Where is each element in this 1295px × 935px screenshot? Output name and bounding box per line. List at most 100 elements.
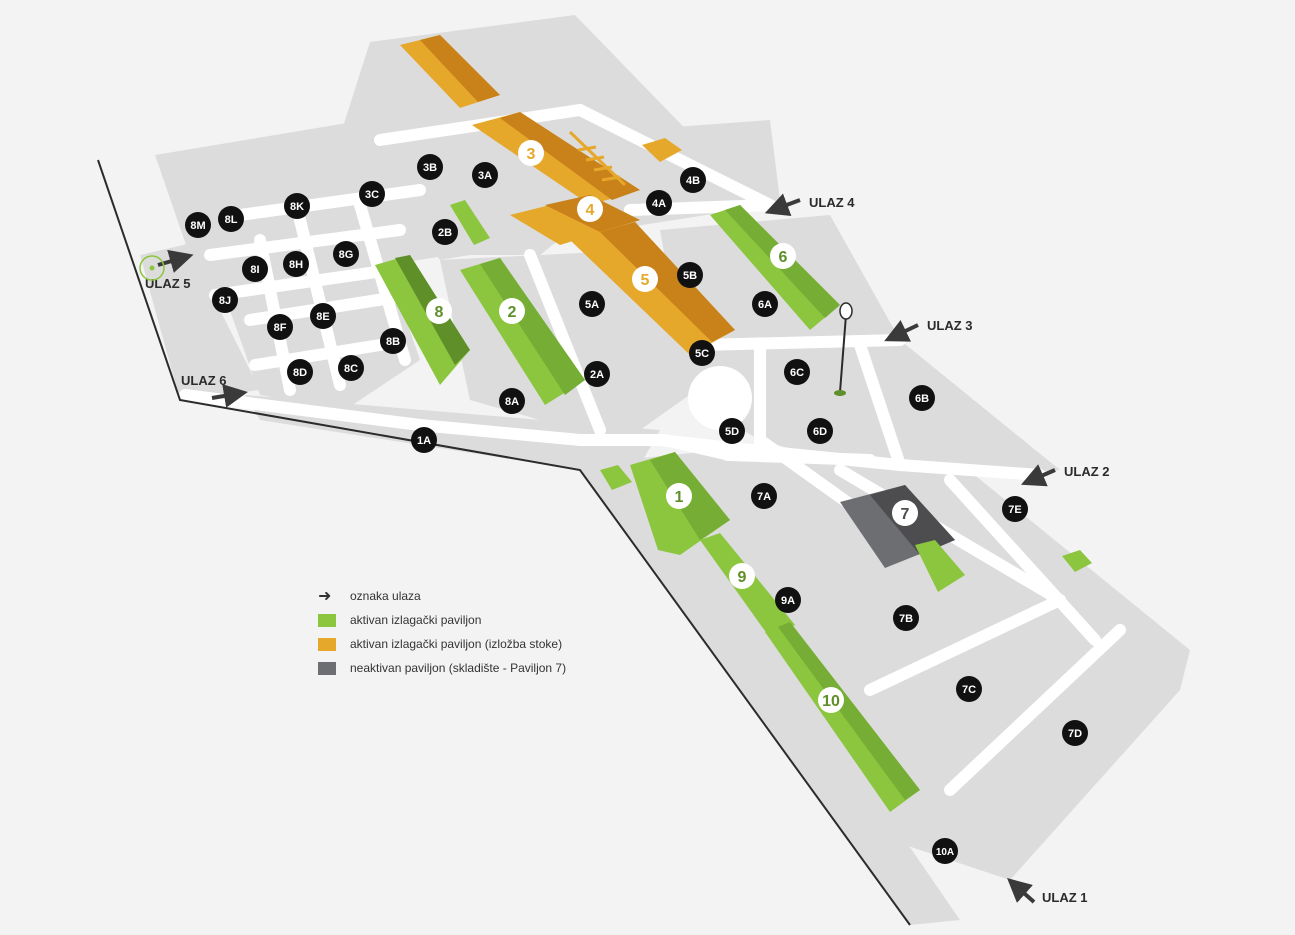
zone-label: 8F bbox=[274, 322, 287, 334]
zone-label: 8B bbox=[386, 336, 400, 348]
pavilion-number: 2 bbox=[508, 304, 517, 321]
zone-marker-3a[interactable]: 3A bbox=[472, 162, 498, 188]
zone-marker-8b[interactable]: 8B bbox=[380, 328, 406, 354]
zone-marker-2a[interactable]: 2A bbox=[584, 361, 610, 387]
pavilion-marker-3[interactable]: 3 bbox=[518, 140, 544, 166]
zone-circle bbox=[472, 162, 498, 188]
zone-marker-8d[interactable]: 8D bbox=[287, 359, 313, 385]
pavilion-number: 4 bbox=[586, 202, 595, 219]
zone-label: 8A bbox=[505, 396, 519, 408]
zone-marker-8f[interactable]: 8F bbox=[267, 314, 293, 340]
pavilion-marker-10[interactable]: 10 bbox=[818, 687, 844, 713]
zone-circle bbox=[333, 241, 359, 267]
zone-marker-5b[interactable]: 5B bbox=[677, 262, 703, 288]
pavilion-number: 7 bbox=[901, 506, 910, 523]
zone-label: 7C bbox=[962, 684, 976, 696]
zone-label: 8L bbox=[225, 214, 238, 226]
legend-entrance: ➜ oznaka ulaza bbox=[318, 584, 566, 608]
zone-marker-8j[interactable]: 8J bbox=[212, 287, 238, 313]
zone-circle bbox=[242, 256, 268, 282]
pavilion-10 bbox=[765, 622, 920, 812]
pavilion-small-7e bbox=[1062, 550, 1092, 572]
zone-marker-8k[interactable]: 8K bbox=[284, 193, 310, 219]
zone-label: 7D bbox=[1068, 728, 1082, 740]
pavilion-marker-7[interactable]: 7 bbox=[892, 500, 918, 526]
zone-marker-8a[interactable]: 8A bbox=[499, 388, 525, 414]
pavilion-marker-9[interactable]: 9 bbox=[729, 563, 755, 589]
zone-label: 2B bbox=[438, 227, 452, 239]
zone-label: 7B bbox=[899, 613, 913, 625]
zone-marker-8g[interactable]: 8G bbox=[333, 241, 359, 267]
pavilion-labels: 1 2 3 4 5 6 7 8 9 10 bbox=[426, 140, 918, 713]
legend-inactive: neaktivan paviljon (skladište - Paviljon… bbox=[318, 656, 566, 680]
pavilion-2 bbox=[460, 258, 585, 405]
entrance-ulaz-6[interactable]: ULAZ 6 bbox=[181, 373, 248, 408]
pavilion-marker-1[interactable]: 1 bbox=[666, 483, 692, 509]
zone-marker-7a[interactable]: 7A bbox=[751, 483, 777, 509]
zone-circle bbox=[956, 676, 982, 702]
entrance-ulaz-1[interactable]: ULAZ 1 bbox=[1007, 878, 1088, 905]
zone-marker-6b[interactable]: 6B bbox=[909, 385, 935, 411]
zone-marker-8c[interactable]: 8C bbox=[338, 355, 364, 381]
zone-marker-3c[interactable]: 3C bbox=[359, 181, 385, 207]
zone-circle bbox=[411, 427, 437, 453]
zone-circle bbox=[499, 388, 525, 414]
entrance-label: ULAZ 5 bbox=[145, 276, 191, 291]
pavilion-circle bbox=[518, 140, 544, 166]
roundabout bbox=[688, 366, 752, 430]
entrance-ulaz-4[interactable]: ULAZ 4 bbox=[764, 193, 855, 217]
entrance-ulaz-3[interactable]: ULAZ 3 bbox=[884, 318, 973, 342]
zone-marker-7e[interactable]: 7E bbox=[1002, 496, 1028, 522]
zone-marker-6c[interactable]: 6C bbox=[784, 359, 810, 385]
zone-marker-3b[interactable]: 3B bbox=[417, 154, 443, 180]
zone-marker-1a[interactable]: 1A bbox=[411, 427, 437, 453]
zone-marker-8m[interactable]: 8M bbox=[185, 212, 211, 238]
pavilion-marker-4[interactable]: 4 bbox=[577, 196, 603, 222]
entrance-arrow-icon bbox=[764, 193, 801, 217]
legend-active-label: aktivan izlagački paviljon bbox=[350, 613, 482, 627]
zone-marker-5a[interactable]: 5A bbox=[579, 291, 605, 317]
zone-marker-6d[interactable]: 6D bbox=[807, 418, 833, 444]
zone-marker-10a[interactable]: 10A bbox=[932, 838, 958, 864]
pavilion-marker-5[interactable]: 5 bbox=[632, 266, 658, 292]
zone-circle bbox=[909, 385, 935, 411]
zone-circle bbox=[752, 291, 778, 317]
zone-marker-2b[interactable]: 2B bbox=[432, 219, 458, 245]
lamp-post bbox=[834, 302, 853, 396]
zone-label: 8J bbox=[219, 295, 231, 307]
zone-label: 5C bbox=[695, 348, 709, 360]
zone-marker-7c[interactable]: 7C bbox=[956, 676, 982, 702]
zone-label: 8D bbox=[293, 367, 307, 379]
zone-marker-8i[interactable]: 8I bbox=[242, 256, 268, 282]
zone-marker-7d[interactable]: 7D bbox=[1062, 720, 1088, 746]
zone-markers: 1A 2A 2B 3A 3B 3C 4A 4B 5A 5B 5C 5D 6A 6B 6C 6D 7A 7B 7C 7D… bbox=[185, 154, 1088, 864]
zone-circle bbox=[689, 340, 715, 366]
zone-marker-9a[interactable]: 9A bbox=[775, 587, 801, 613]
pavilion-circle bbox=[770, 243, 796, 269]
pavilion-number: 8 bbox=[435, 304, 444, 321]
zone-marker-4a[interactable]: 4A bbox=[646, 190, 672, 216]
pavilion-marker-2[interactable]: 2 bbox=[499, 298, 525, 324]
entrance-ulaz-2[interactable]: ULAZ 2 bbox=[1020, 464, 1110, 487]
zone-marker-6a[interactable]: 6A bbox=[752, 291, 778, 317]
zone-marker-8e[interactable]: 8E bbox=[310, 303, 336, 329]
pavilion-marker-6[interactable]: 6 bbox=[770, 243, 796, 269]
zone-marker-5c[interactable]: 5C bbox=[689, 340, 715, 366]
zone-marker-5d[interactable]: 5D bbox=[719, 418, 745, 444]
pavilion-marker-8[interactable]: 8 bbox=[426, 298, 452, 324]
zone-label: 2A bbox=[590, 369, 604, 381]
zone-marker-8l[interactable]: 8L bbox=[218, 206, 244, 232]
zone-circle bbox=[284, 193, 310, 219]
zone-circle bbox=[283, 251, 309, 277]
zone-marker-4b[interactable]: 4B bbox=[680, 167, 706, 193]
zone-circle bbox=[432, 219, 458, 245]
zone-marker-7b[interactable]: 7B bbox=[893, 605, 919, 631]
entrance-label: ULAZ 2 bbox=[1064, 464, 1110, 479]
zone-label: 10A bbox=[936, 847, 954, 858]
zone-label: 1A bbox=[417, 435, 431, 447]
zone-circle bbox=[287, 359, 313, 385]
pavilion-circle bbox=[632, 266, 658, 292]
zone-marker-8h[interactable]: 8H bbox=[283, 251, 309, 277]
zone-circle bbox=[719, 418, 745, 444]
